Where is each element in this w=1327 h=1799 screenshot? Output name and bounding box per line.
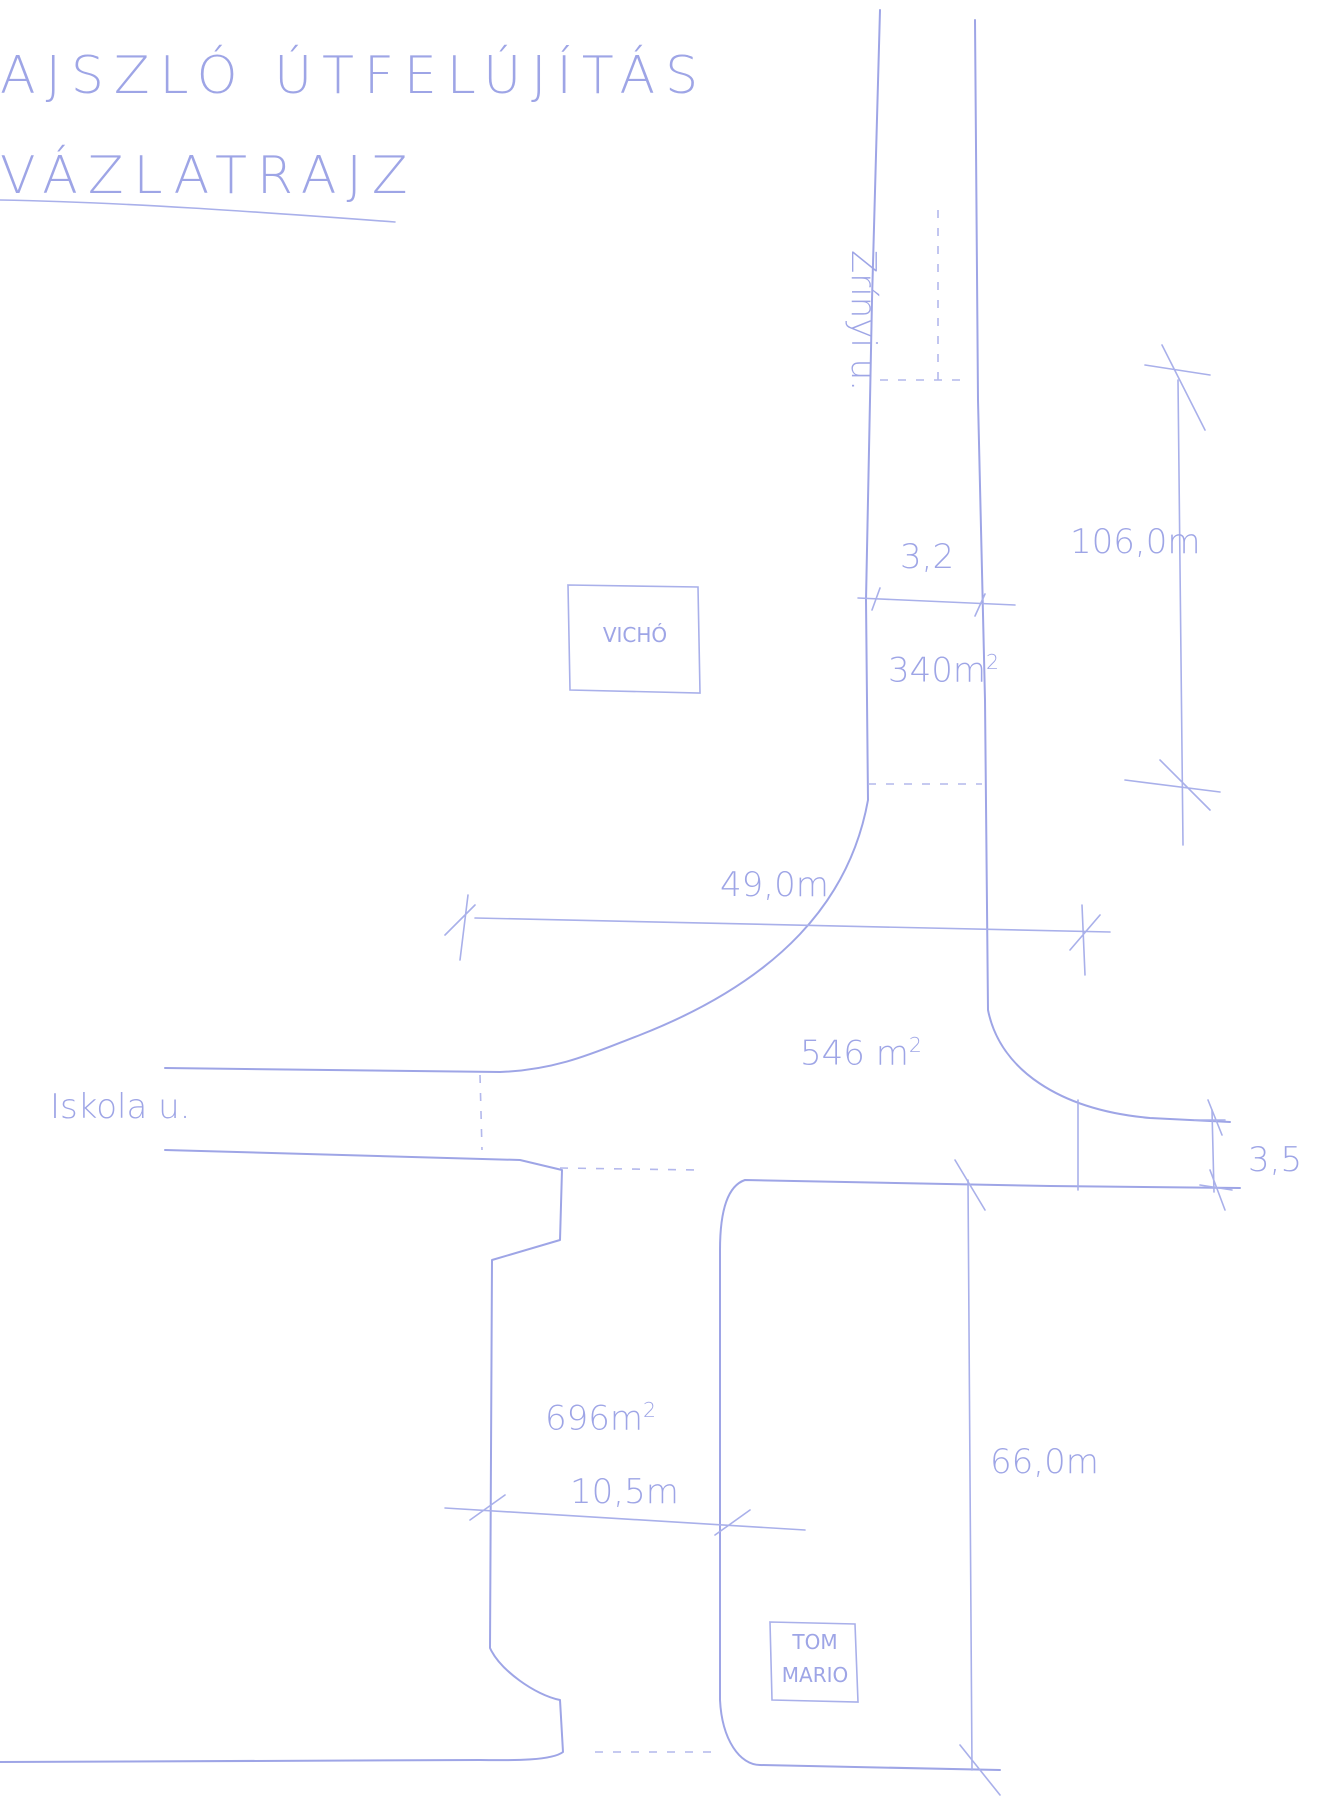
building-south-label-2: MARIO xyxy=(781,1663,849,1687)
dim-line-width-top xyxy=(857,597,1016,606)
dim-area-center: 546 m2 xyxy=(800,1033,922,1074)
building-south-label-1: TOM xyxy=(792,1630,838,1654)
right-plot-outline xyxy=(719,1179,1241,1771)
title-line-1: AJSZLÓ ÚTFELÚJÍTÁS xyxy=(0,46,709,106)
dim-length-top: 106,0m xyxy=(1070,522,1201,562)
dim-width-bottom: 10,5m xyxy=(570,1472,679,1512)
building-north-label: VICHÓ xyxy=(602,623,668,647)
dim-area-bottom: 696m2 xyxy=(545,1398,657,1439)
dim-length-bottom: 66,0m xyxy=(990,1442,1099,1482)
building-north-box xyxy=(567,584,701,694)
dim-line-length-bottom xyxy=(967,1179,973,1771)
separator-iskola xyxy=(479,1074,483,1151)
vertical-road-left-edge xyxy=(164,9,881,1073)
dim-line-cross xyxy=(474,917,1111,933)
dim-width-top: 3,2 xyxy=(900,537,955,577)
separator-south-road xyxy=(559,1167,701,1171)
dim-width-right: 3,5 xyxy=(1248,1140,1303,1180)
vertical-road-right-edge xyxy=(974,19,1231,1123)
dim-line-length-top xyxy=(1177,379,1184,846)
street-label-iskola: Iskola u. xyxy=(50,1087,191,1127)
title-underline xyxy=(0,199,396,223)
dim-line-width-bottom xyxy=(444,1507,806,1531)
dim-length-cross: 49,0m xyxy=(720,865,829,905)
building-south-box xyxy=(769,1621,859,1703)
street-label-vertical: Zrínyi u. xyxy=(843,250,883,391)
title-line-2: VÁZLATRAJZ xyxy=(0,146,418,206)
iskola-south-edge-and-left-plot xyxy=(0,1149,564,1763)
dim-area-top: 340m2 xyxy=(888,650,1000,691)
